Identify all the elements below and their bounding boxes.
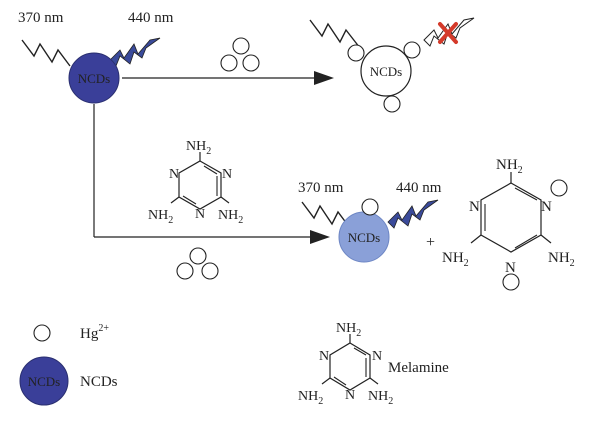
complex-nh2-left: NH2 xyxy=(442,250,469,269)
legend-melamine-n-bottom: N xyxy=(345,388,355,403)
legend-melamine-nh2-left: NH2 xyxy=(298,389,323,407)
bottom-arrow-head xyxy=(310,230,330,244)
upper-melamine-nh2-right: NH2 xyxy=(218,208,243,226)
melamine-hg-complex xyxy=(470,172,568,291)
top-arrow-head xyxy=(314,71,334,85)
upper-melamine-nh2-top: NH2 xyxy=(186,139,211,157)
complex-n-right: N xyxy=(541,199,552,215)
recovered-370-label: 370 nm xyxy=(298,180,344,196)
complex-nh2-top: NH2 xyxy=(496,157,523,176)
legend-hg-circle xyxy=(33,324,51,342)
top-right-bound-hg xyxy=(347,41,421,113)
complex-n-bottom: N xyxy=(505,260,516,276)
top-left-emission-bolt xyxy=(109,37,161,67)
complex-nh2-right: NH2 xyxy=(548,250,575,269)
top-left-ncds-circle xyxy=(68,52,120,104)
top-left-ncds-label: NCDs xyxy=(78,71,111,86)
legend-ncds-inner-label: NCDs xyxy=(28,374,61,389)
legend-hg-label: Hg2+ xyxy=(80,323,109,342)
top-right-ncds-label: NCDs xyxy=(370,64,403,79)
recovered-excitation-bolt xyxy=(301,201,351,229)
upper-melamine-n-right: N xyxy=(222,167,232,182)
legend-melamine-nh2-right: NH2 xyxy=(368,389,393,407)
legend-ncds-circle xyxy=(19,356,69,406)
recovered-ncds-label: NCDs xyxy=(348,230,381,245)
legend-melamine-nh2-top: NH2 xyxy=(336,321,361,339)
top-right-excitation-bolt xyxy=(309,19,361,49)
recovered-ncds-hg xyxy=(361,198,379,216)
legend-melamine-n-left: N xyxy=(319,349,329,364)
melamine-structure-legend xyxy=(321,334,379,391)
top-left-excitation-bolt xyxy=(21,39,71,67)
melamine-structure-upper xyxy=(170,152,230,210)
top-left-440-label: 440 nm xyxy=(128,10,174,26)
top-right-ncds-circle xyxy=(360,45,412,97)
legend-ncds-label: NCDs xyxy=(80,374,118,390)
upper-melamine-n-left: N xyxy=(169,167,179,182)
top-left-370-label: 370 nm xyxy=(18,10,64,26)
plus-sign: + xyxy=(426,234,435,251)
quench-x-icon xyxy=(438,22,458,44)
upper-melamine-n-bottom: N xyxy=(195,207,205,222)
legend-melamine-label: Melamine xyxy=(388,360,449,376)
upper-melamine-nh2-left: NH2 xyxy=(148,208,173,226)
legend-melamine-n-right: N xyxy=(372,349,382,364)
top-hg-cluster xyxy=(220,37,260,72)
bottom-hg-cluster xyxy=(176,247,219,280)
recovered-440-label: 440 nm xyxy=(396,180,442,196)
complex-n-left: N xyxy=(469,199,480,215)
recovered-emission-bolt xyxy=(387,199,439,229)
